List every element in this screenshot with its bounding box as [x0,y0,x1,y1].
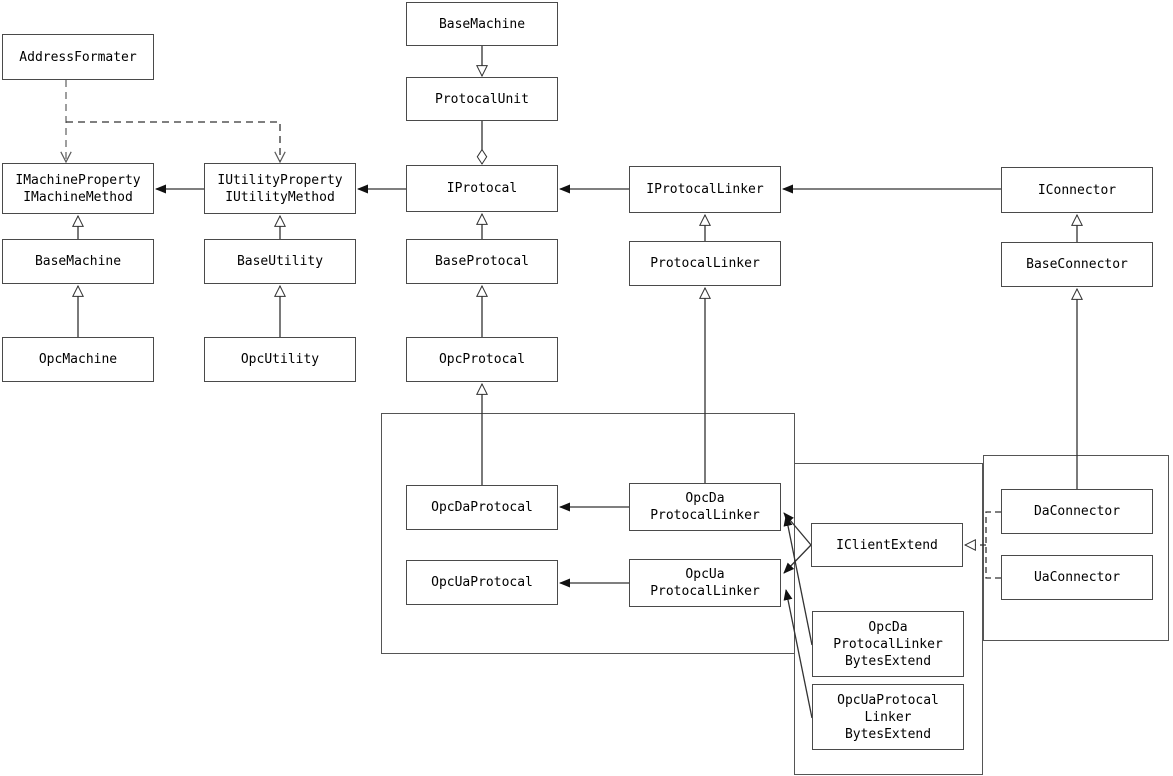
class-box-opcdaprotocallinkerbytesextend[interactable]: OpcDa ProtocalLinker BytesExtend [812,611,964,677]
edge-addressformater-to-iutilityproperty [66,121,280,162]
class-box-daconnector[interactable]: DaConnector [1001,489,1153,534]
class-box-opcuaprotocallinker[interactable]: OpcUa ProtocalLinker [629,559,781,607]
class-box-uaconnector[interactable]: UaConnector [1001,555,1153,600]
class-box-iprotocal[interactable]: IProtocal [406,165,558,212]
class-box-basemachine-top[interactable]: BaseMachine [406,2,558,46]
class-box-opcutility[interactable]: OpcUtility [204,337,356,382]
class-box-imachineproperty[interactable]: IMachineProperty IMachineMethod [2,163,154,214]
group-protocal-linker-container [381,413,795,654]
class-box-baseprotocal[interactable]: BaseProtocal [406,239,558,284]
class-box-baseutility[interactable]: BaseUtility [204,239,356,284]
class-box-protocalunit[interactable]: ProtocalUnit [406,77,558,121]
group-connector-container [983,455,1169,641]
class-box-iprotocallinker[interactable]: IProtocalLinker [629,166,781,213]
class-box-iclientextend[interactable]: IClientExtend [811,523,963,567]
class-box-baseconnector[interactable]: BaseConnector [1001,242,1153,287]
class-box-iconnector[interactable]: IConnector [1001,167,1153,213]
class-box-basemachine[interactable]: BaseMachine [2,239,154,284]
class-box-opcdaprotocal[interactable]: OpcDaProtocal [406,485,558,530]
class-box-opcdaprotocallinker[interactable]: OpcDa ProtocalLinker [629,483,781,531]
class-box-opcuaprotocallinkerbytesextend[interactable]: OpcUaProtocal Linker BytesExtend [812,684,964,750]
class-box-protocallinker[interactable]: ProtocalLinker [629,241,781,286]
class-box-opcprotocal[interactable]: OpcProtocal [406,337,558,382]
class-box-addressformater[interactable]: AddressFormater [2,34,154,80]
class-box-iutilityproperty[interactable]: IUtilityProperty IUtilityMethod [204,163,356,214]
class-box-opcmachine[interactable]: OpcMachine [2,337,154,382]
class-box-opcuaprotocal[interactable]: OpcUaProtocal [406,560,558,605]
